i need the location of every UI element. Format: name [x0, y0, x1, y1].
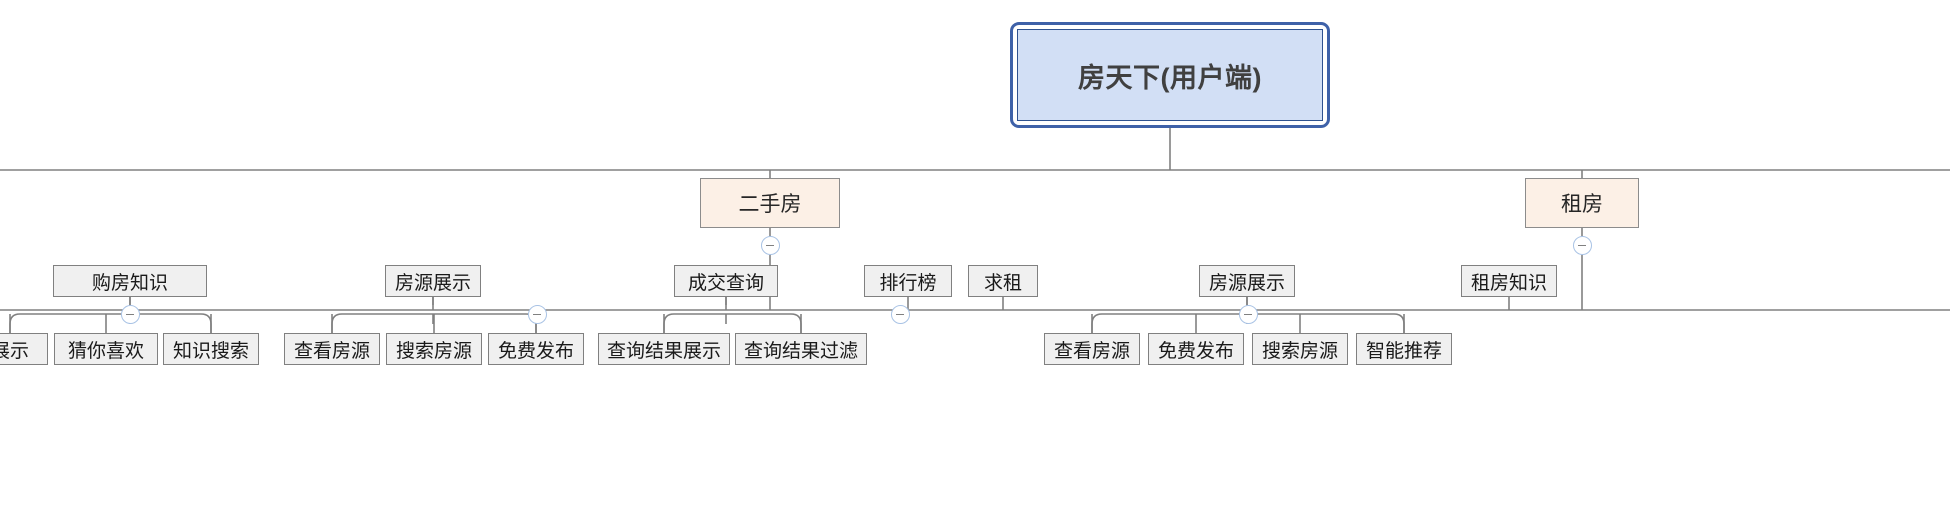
node-leaf-chaxunjieguoguolv[interactable]: 查询结果过滤: [735, 333, 867, 365]
collapse-toggle-fangyuanzhanshi-ershou[interactable]: [527, 305, 547, 324]
node-leaf-cainixihuan[interactable]: 猜你喜欢: [54, 333, 158, 365]
minus-icon: [896, 313, 904, 316]
minus-icon: [766, 244, 774, 247]
minus-icon: [1578, 244, 1586, 247]
node-leaf-mianfeifabu-zufang-label: 免费发布: [1157, 340, 1234, 362]
node-qiuzu[interactable]: 求租: [968, 265, 1038, 297]
node-zufangzhishi[interactable]: 租房知识: [1461, 265, 1557, 297]
minus-icon: [126, 313, 134, 316]
node-leaf-chakanfangyuan-zufang-label: 查看房源: [1053, 340, 1130, 362]
node-zufangzhishi-label: 租房知识: [1470, 272, 1547, 294]
node-leaf-chaxunjieguozhanshi-label: 查询结果展示: [606, 340, 721, 362]
node-leaf-chaxunjieguoguolv-label: 查询结果过滤: [743, 340, 858, 362]
node-leaf-chakanfangyuan-zufang[interactable]: 查看房源: [1044, 333, 1140, 365]
node-leaf-mianfeifabu-zufang[interactable]: 免费发布: [1148, 333, 1244, 365]
node-fangyuanzhanshi-zufang[interactable]: 房源展示: [1199, 265, 1295, 297]
node-chengjiaochaxun[interactable]: 成交查询: [674, 265, 778, 297]
node-leaf-zhishisousuo[interactable]: 知识搜索: [163, 333, 259, 365]
minus-icon: [533, 313, 541, 316]
node-leaf-sousuofangyuan-ershou[interactable]: 搜索房源: [386, 333, 482, 365]
node-leaf-zhanshi[interactable]: 展示: [0, 333, 48, 365]
collapse-toggle-zufang[interactable]: [1572, 236, 1592, 255]
node-leaf-zhishisousuo-label: 知识搜索: [172, 340, 249, 362]
node-category-zufang[interactable]: 租房: [1525, 178, 1639, 228]
node-paihangbang[interactable]: 排行榜: [864, 265, 952, 297]
node-leaf-zhinengtuijian[interactable]: 智能推荐: [1356, 333, 1452, 365]
collapse-toggle-chengjiaochaxun[interactable]: [890, 305, 910, 324]
node-root-label: 房天下(用户端): [1017, 29, 1323, 121]
node-leaf-mianfeifabu-ershou-label: 免费发布: [497, 340, 574, 362]
node-qiuzu-label: 求租: [983, 272, 1022, 294]
node-goufangzhishi-label: 购房知识: [91, 272, 168, 294]
node-category-ershoufang-label: 二手房: [738, 193, 802, 216]
node-leaf-mianfeifabu-ershou[interactable]: 免费发布: [488, 333, 584, 365]
node-leaf-zhanshi-label: 展示: [0, 340, 29, 362]
node-category-zufang-label: 租房: [1561, 193, 1603, 216]
node-fangyuanzhanshi-ershou-label: 房源展示: [394, 272, 471, 294]
node-category-ershoufang[interactable]: 二手房: [700, 178, 840, 228]
node-fangyuanzhanshi-zufang-label: 房源展示: [1208, 272, 1285, 294]
node-fangyuanzhanshi-ershou[interactable]: 房源展示: [385, 265, 481, 297]
node-leaf-sousuofangyuan-zufang[interactable]: 搜索房源: [1252, 333, 1348, 365]
node-leaf-sousuofangyuan-ershou-label: 搜索房源: [395, 340, 472, 362]
node-leaf-sousuofangyuan-zufang-label: 搜索房源: [1261, 340, 1338, 362]
minus-icon: [1244, 313, 1252, 316]
node-paihangbang-label: 排行榜: [879, 272, 937, 294]
node-leaf-chakanfangyuan-ershou[interactable]: 查看房源: [284, 333, 380, 365]
node-goufangzhishi[interactable]: 购房知识: [53, 265, 207, 297]
node-leaf-chakanfangyuan-ershou-label: 查看房源: [293, 340, 370, 362]
collapse-toggle-ershoufang[interactable]: [760, 236, 780, 255]
collapse-toggle-goufangzhishi[interactable]: [120, 305, 140, 324]
node-chengjiaochaxun-label: 成交查询: [687, 272, 764, 294]
node-leaf-cainixihuan-label: 猜你喜欢: [67, 340, 144, 362]
node-root[interactable]: 房天下(用户端): [1010, 22, 1330, 128]
collapse-toggle-fangyuanzhanshi-zufang[interactable]: [1238, 305, 1258, 324]
node-leaf-chaxunjieguozhanshi[interactable]: 查询结果展示: [598, 333, 730, 365]
node-leaf-zhinengtuijian-label: 智能推荐: [1365, 340, 1442, 362]
